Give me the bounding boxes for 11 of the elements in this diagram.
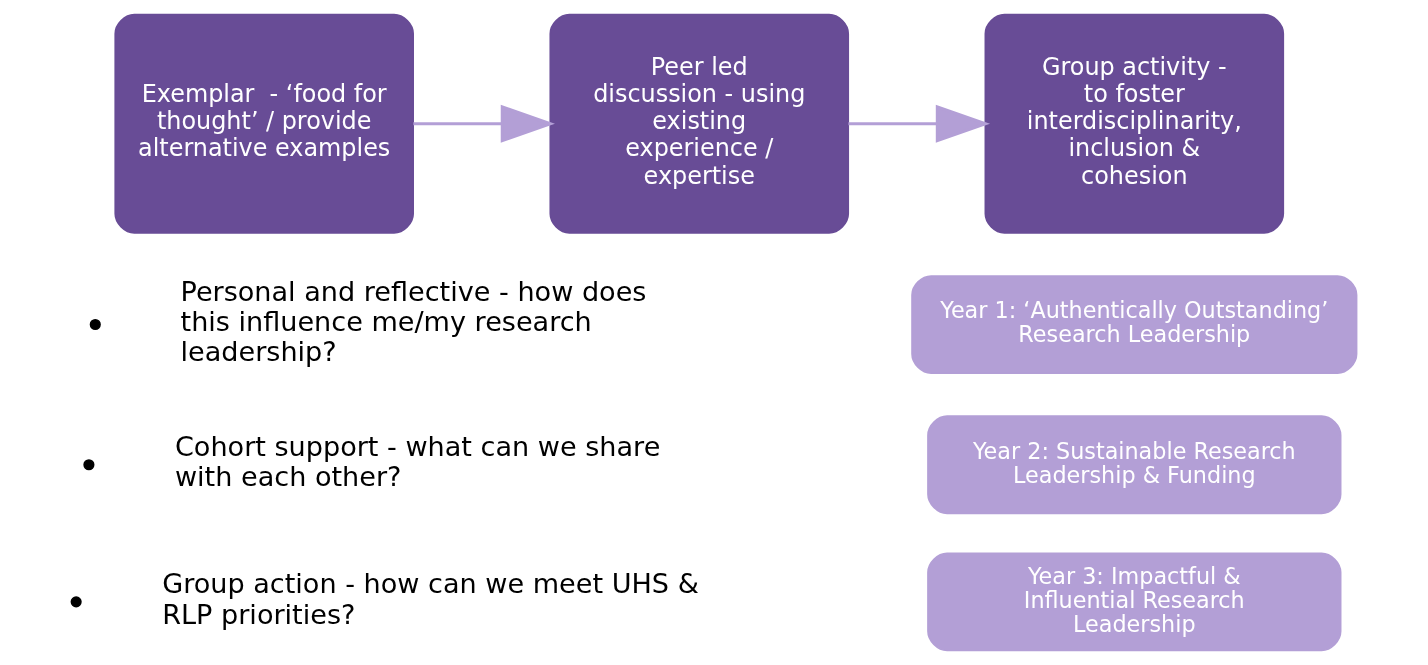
node-box: Year 2: Sustainable Research Leadership & Funding xyxy=(927,415,1342,515)
node-box: Exemplar - ‘food for thought’ / provide alternative examples xyxy=(114,13,414,234)
node-box: Year 1: ‘Authentically Outstanding’ Research Leadership xyxy=(911,275,1358,374)
node-box: Group activity - to foster interdisciplinarity, inclusion & cohesion xyxy=(984,13,1285,234)
label: Personal and reflective - how does this influence me/my research leadership? xyxy=(180,275,647,368)
arrow xyxy=(413,104,555,143)
node-box: Year 3: Impactful & Influential Research Leadership xyxy=(927,552,1342,652)
arrow xyxy=(848,104,991,143)
label: Cohort support - what can we share with each other? xyxy=(174,431,661,493)
node-box: Peer led discussion - using existing experience / expertise xyxy=(549,13,850,234)
label: Group action - how can we meet UHS & RLP priorities? xyxy=(162,568,699,630)
